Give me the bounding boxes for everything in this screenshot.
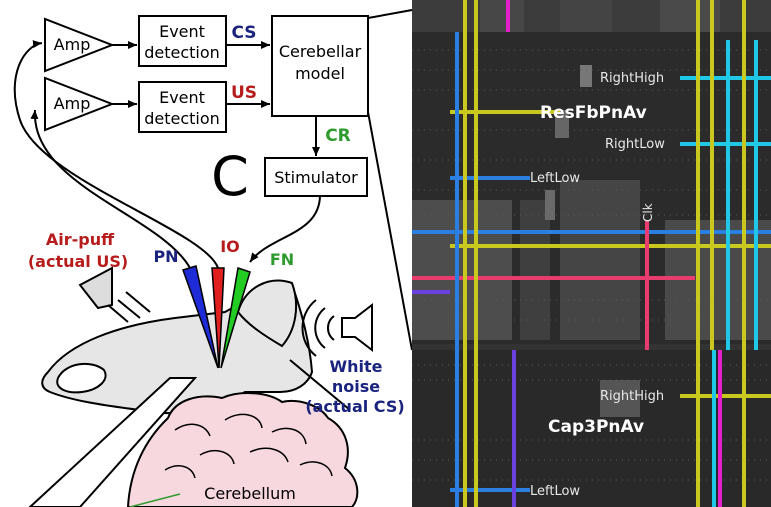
- chip-label-clk: Clk: [641, 203, 655, 222]
- airpuff-line1: Air-puff: [46, 230, 115, 249]
- mouse-body: [28, 377, 198, 507]
- mouse-eye: [56, 362, 107, 394]
- io-label: IO: [220, 237, 240, 256]
- chip-layout-panel: RightHigh ResFbPnAv RightLow LeftLow Clk…: [412, 0, 771, 507]
- model-line1: Cerebellar: [279, 42, 362, 61]
- fn-electrode: [220, 267, 251, 369]
- stimulator-box: [264, 157, 368, 197]
- amp-bottom-label: Amp: [54, 94, 91, 113]
- speaker-icon: [301, 299, 373, 357]
- chip-label-rightlow: RightLow: [605, 137, 665, 152]
- noise-line1: White: [329, 357, 382, 376]
- us-label: US: [231, 83, 257, 103]
- cerebellar-model-box: [271, 15, 369, 117]
- amp-top-label: Amp: [54, 35, 91, 54]
- cerebellum-brain: [126, 392, 359, 507]
- amp-top: [44, 17, 115, 73]
- stimulator-label: Stimulator: [274, 168, 358, 187]
- cerebellum-label: Cerebellum: [204, 484, 296, 503]
- fn-label: FN: [270, 250, 294, 269]
- pn-label: PN: [153, 247, 178, 266]
- noise-line2: noise: [332, 377, 380, 396]
- chip-label-cap3pnav: Cap3PnAv: [548, 417, 644, 437]
- cr-label: CR: [325, 126, 351, 146]
- model-line2: model: [295, 64, 345, 83]
- panel-letter: C: [211, 145, 249, 208]
- event-detection-top-line1: Event: [159, 22, 205, 41]
- chip-label-righthigh-top: RightHigh: [600, 71, 664, 86]
- cerebellum-pointer: [129, 493, 181, 507]
- chip-label-leftlow-bottom: LeftLow: [530, 484, 580, 499]
- mouse-ear: [236, 279, 298, 348]
- chip-label-righthigh-bottom: RightHigh: [600, 389, 664, 404]
- airpuff-line2: (actual US): [28, 252, 128, 271]
- chip-label-resfbpnav: ResFbPnAv: [540, 103, 647, 123]
- amp-bottom: [44, 76, 115, 132]
- airpuff-nozzle: [78, 266, 113, 310]
- noise-line3: (actual CS): [305, 397, 404, 416]
- event-detection-bottom-box: [138, 81, 227, 133]
- event-detection-bottom-line1: Event: [159, 88, 205, 107]
- setup-panel: Amp Amp Event detection Event detection …: [13, 9, 413, 507]
- event-detection-top-line2: detection: [144, 43, 220, 62]
- event-detection-bottom-line2: detection: [144, 109, 220, 128]
- event-detection-top-box: [138, 15, 227, 67]
- cs-label: CS: [231, 23, 256, 43]
- chip-label-leftlow-top: LeftLow: [530, 171, 580, 186]
